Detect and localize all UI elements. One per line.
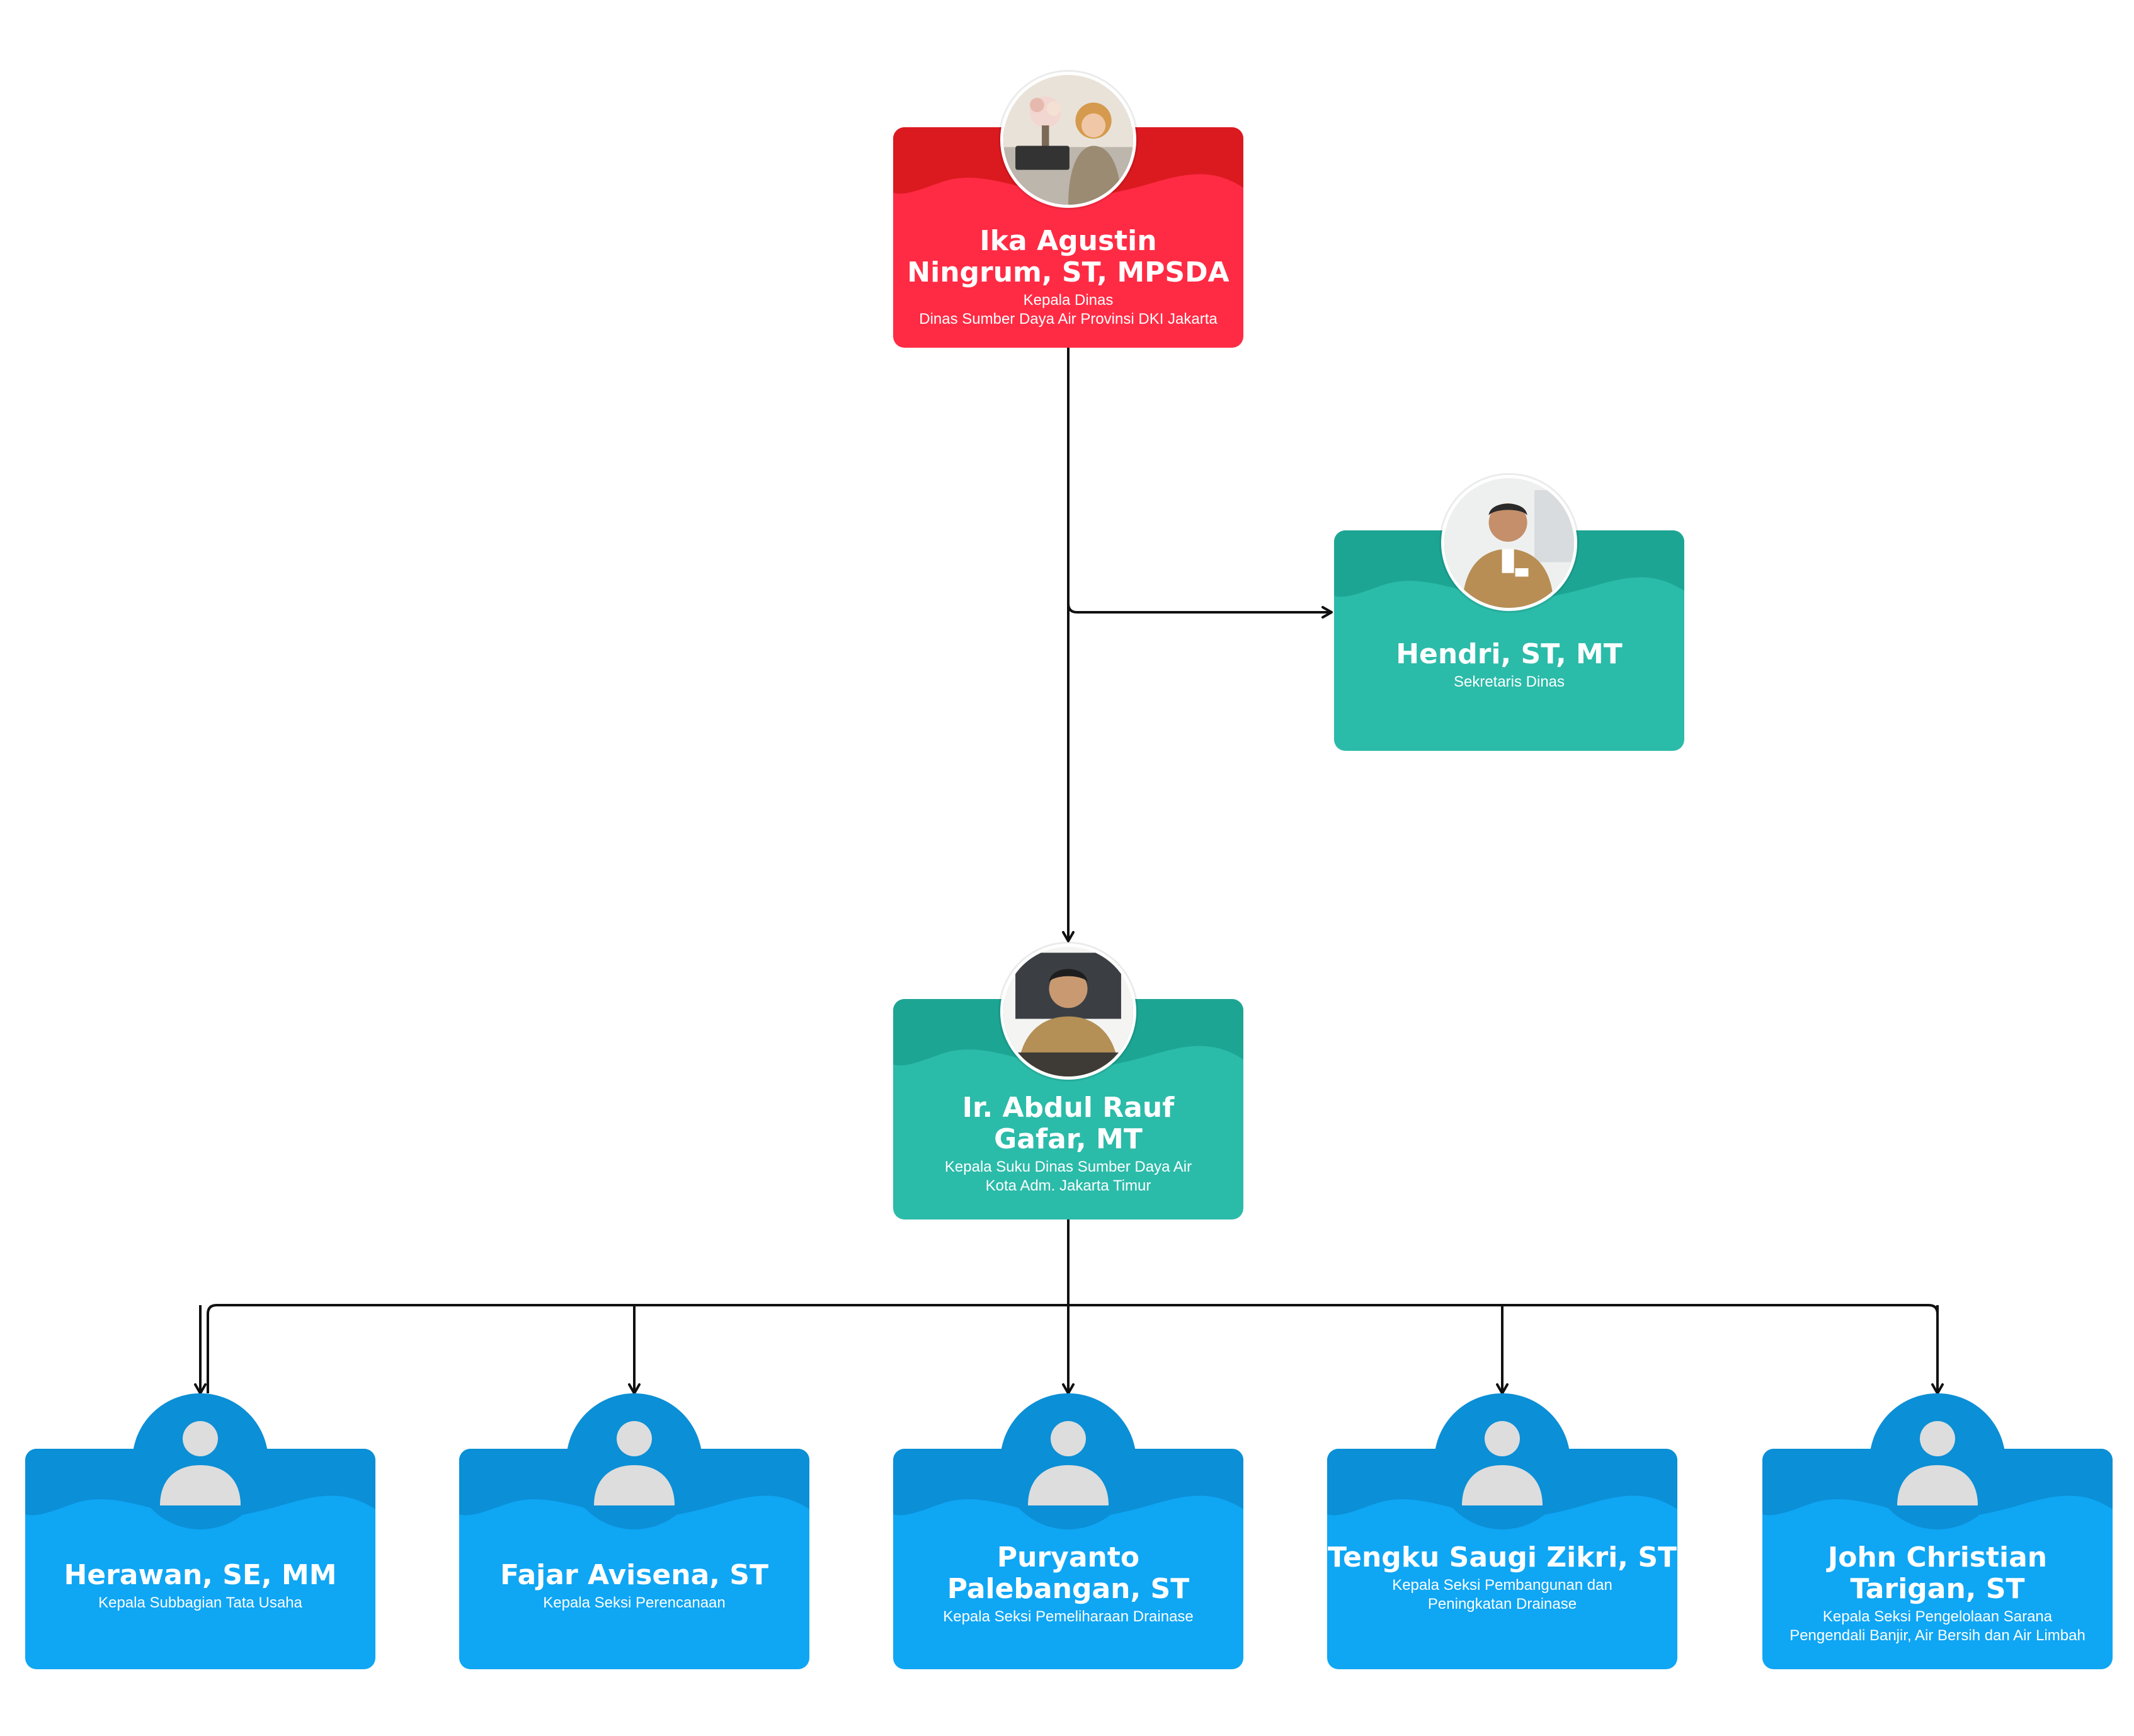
secretary-photo (1441, 475, 1577, 611)
staff-card-1[interactable]: Herawan, SE, MM Kepala Subbagian Tata Us… (25, 1393, 375, 1669)
staff-name: Tengku Saugi Zikri, ST (1327, 1541, 1677, 1573)
user-placeholder-icon (1434, 1393, 1570, 1529)
staff-card-3[interactable]: Puryanto Palebangan, ST Kepala Seksi Pem… (893, 1393, 1243, 1669)
head-photo (1000, 72, 1136, 208)
user-placeholder-icon (1869, 1393, 2006, 1529)
staff-role: Kepala Seksi Pembangunan dan Peningkatan… (1392, 1577, 1612, 1613)
staff-name: John Christian Tarigan, ST (1827, 1541, 2048, 1605)
staff-role: Kepala Subbagian Tata Usaha (98, 1594, 302, 1611)
connector-staff-bus (207, 1304, 1939, 1393)
secretary-name: Hendri, ST, MT (1396, 638, 1623, 670)
subhead-card[interactable]: Ir. Abdul Rauf Gafar, MT Kepala Suku Din… (893, 944, 1243, 1219)
staff-role: Kepala Seksi Pemeliharaan Drainase (943, 1608, 1194, 1625)
subhead-role: Kepala Suku Dinas Sumber Daya Air Kota A… (944, 1158, 1192, 1194)
staff-name: Herawan, SE, MM (64, 1559, 337, 1591)
head-role: Kepala Dinas Dinas Sumber Daya Air Provi… (919, 292, 1218, 328)
secretary-card-background (1334, 530, 1684, 751)
secretary-role: Sekretaris Dinas (1453, 673, 1565, 690)
staff-role: Kepala Seksi Perencanaan (543, 1594, 726, 1611)
user-placeholder-icon (1000, 1393, 1136, 1529)
head-card[interactable]: Ika Agustin Ningrum, ST, MPSDA Kepala Di… (893, 72, 1243, 348)
staff-name: Puryanto Palebangan, ST (947, 1541, 1190, 1605)
connector-head-secretary (1067, 603, 1333, 619)
user-placeholder-icon (566, 1393, 702, 1529)
staff-card-background (459, 1449, 809, 1669)
staff-role: Kepala Seksi Pengelolaan Sarana Pengenda… (1789, 1608, 2086, 1644)
staff-card-5[interactable]: John Christian Tarigan, ST Kepala Seksi … (1762, 1393, 2113, 1669)
head-name: Ika Agustin Ningrum, ST, MPSDA (907, 225, 1230, 288)
subhead-name: Ir. Abdul Rauf Gafar, MT (962, 1092, 1175, 1155)
staff-card-4[interactable]: Tengku Saugi Zikri, ST Kepala Seksi Pemb… (1327, 1393, 1677, 1669)
subhead-photo (1000, 944, 1136, 1080)
secretary-card[interactable]: Hendri, ST, MT Sekretaris Dinas (1334, 475, 1684, 751)
user-placeholder-icon (132, 1393, 268, 1529)
staff-name: Fajar Avisena, ST (500, 1559, 768, 1591)
staff-card-2[interactable]: Fajar Avisena, ST Kepala Seksi Perencana… (459, 1393, 809, 1669)
